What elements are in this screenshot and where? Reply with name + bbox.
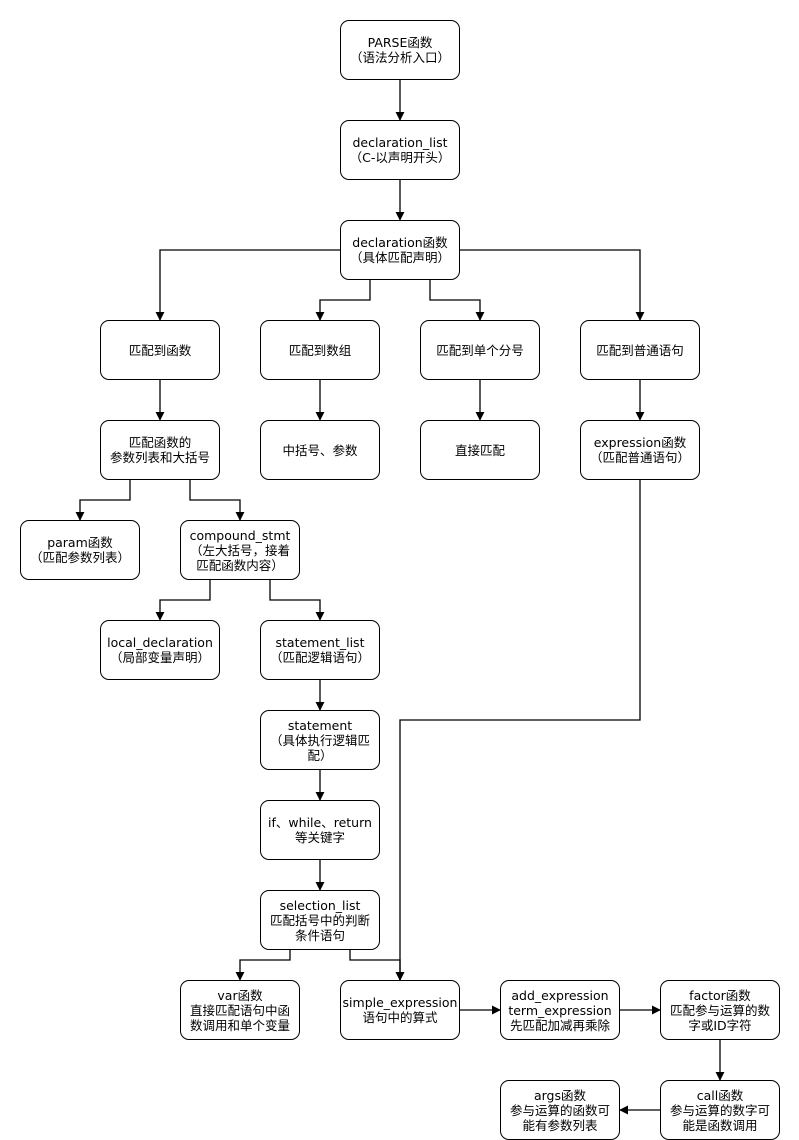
node-match-array: 匹配到数组: [260, 320, 380, 380]
node-statement: statement （具体执行逻辑匹 配）: [260, 710, 380, 770]
node-func-params: 匹配函数的 参数列表和大括号: [100, 420, 220, 480]
node-statement-list: statement_list （匹配逻辑语句）: [260, 620, 380, 680]
node-keywords: if、while、return 等关键字: [260, 800, 380, 860]
node-direct-match: 直接匹配: [420, 420, 540, 480]
node-var: var函数 直接匹配语句中函 数调用和单个变量: [180, 980, 300, 1040]
edge-declaration-to-match-array: [315, 280, 371, 321]
edge-declaration-to-match-semicolon: [429, 280, 485, 321]
node-selection-list: selection_list 匹配括号中的判断 条件语句: [260, 890, 380, 950]
edge-expression-to-simple-expression: [395, 480, 641, 981]
node-expression: expression函数 （匹配普通语句）: [580, 420, 700, 480]
node-call: call函数 参与运算的数字可 能是函数调用: [660, 1080, 780, 1140]
node-declaration: declaration函数 （具体匹配声明）: [340, 220, 460, 280]
edge-selection-list-to-simple-expression: [349, 950, 405, 981]
node-parse: PARSE函数 （语法分析入口）: [340, 20, 460, 80]
node-declaration-list: declaration_list （C-以声明开头）: [340, 120, 460, 180]
node-brackets-params: 中括号、参数: [260, 420, 380, 480]
node-match-semicolon: 匹配到单个分号: [420, 320, 540, 380]
node-add-expression: add_expression term_expression 先匹配加减再乘除: [500, 980, 620, 1040]
edge-func-params-to-compound: [189, 480, 245, 521]
node-simple-expression: simple_expression 语句中的算式: [340, 980, 460, 1040]
node-args: args函数 参与运算的函数可 能有参数列表: [500, 1080, 620, 1140]
edge-compound-to-local-declaration: [155, 580, 211, 621]
node-local-declaration: local_declaration （局部变量声明）: [100, 620, 220, 680]
edge-declaration-to-match-statement: [460, 249, 645, 321]
node-param: param函数 （匹配参数列表）: [20, 520, 140, 580]
node-match-function: 匹配到函数: [100, 320, 220, 380]
node-match-statement: 匹配到普通语句: [580, 320, 700, 380]
edge-func-params-to-param: [75, 480, 131, 521]
node-compound-stmt: compound_stmt （左大括号，接着 匹配函数内容）: [180, 520, 300, 580]
node-factor: factor函数 匹配参与运算的数 字或ID字符: [660, 980, 780, 1040]
edge-declaration-to-match-function: [155, 249, 340, 321]
edge-compound-to-statement-list: [269, 580, 325, 621]
edge-selection-list-to-var: [235, 950, 291, 981]
